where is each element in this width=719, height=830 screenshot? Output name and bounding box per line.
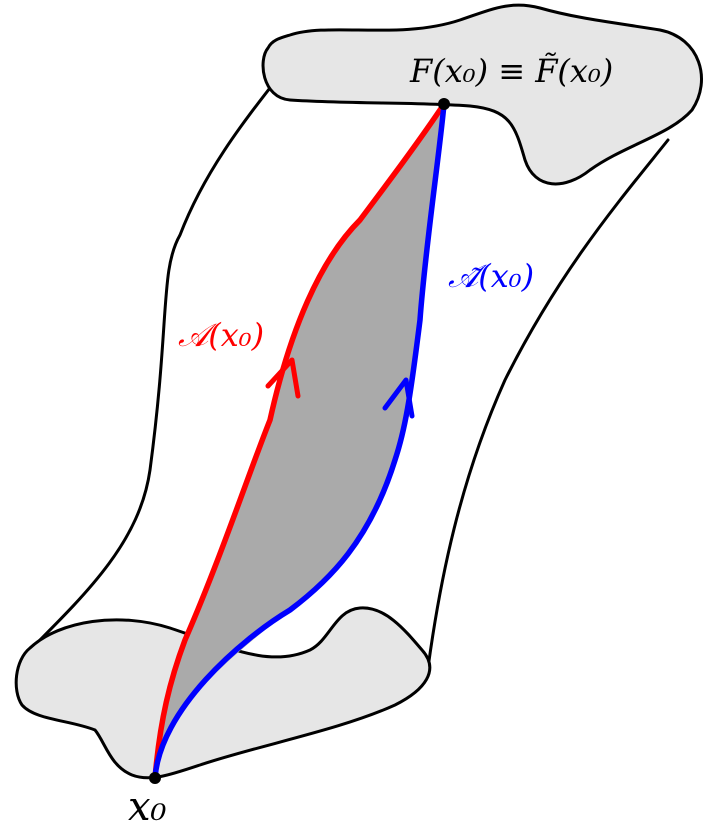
end-point-label: F(x₀) ≡ F̃(x₀) — [409, 52, 613, 90]
tube-left-edge — [30, 73, 282, 650]
top-cross-section — [261, 3, 703, 186]
end-point-marker — [438, 98, 450, 110]
red-path-label: 𝒜(x₀) — [178, 316, 264, 354]
blue-path-curve — [152, 101, 447, 781]
blue-path-arrowhead — [382, 377, 415, 419]
tube-right-edge — [426, 138, 670, 670]
start-point-label: x₀ — [128, 784, 167, 830]
red-path-arrowhead — [265, 357, 301, 399]
blue-path-label: 𝒜̃(x₀) — [448, 257, 534, 295]
start-point-marker — [149, 772, 161, 784]
red-path-curve — [152, 101, 447, 781]
enclosed-region — [155, 104, 444, 778]
